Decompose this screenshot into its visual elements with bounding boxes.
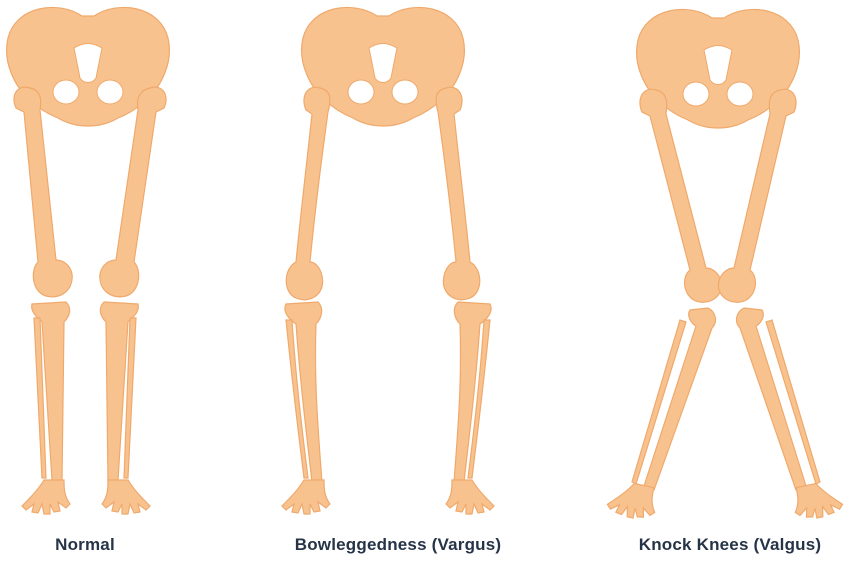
- left-femur: [286, 87, 330, 300]
- caption-normal: Normal: [55, 535, 115, 555]
- right-femur: [436, 87, 480, 300]
- caption-bowleggedness: Bowleggedness (Vargus): [295, 535, 502, 555]
- bowleg-skeleton: [282, 7, 494, 514]
- knock-skeleton: [606, 9, 845, 522]
- normal-skeleton: [7, 7, 170, 514]
- caption-knock-knees: Knock Knees (Valgus): [639, 535, 822, 555]
